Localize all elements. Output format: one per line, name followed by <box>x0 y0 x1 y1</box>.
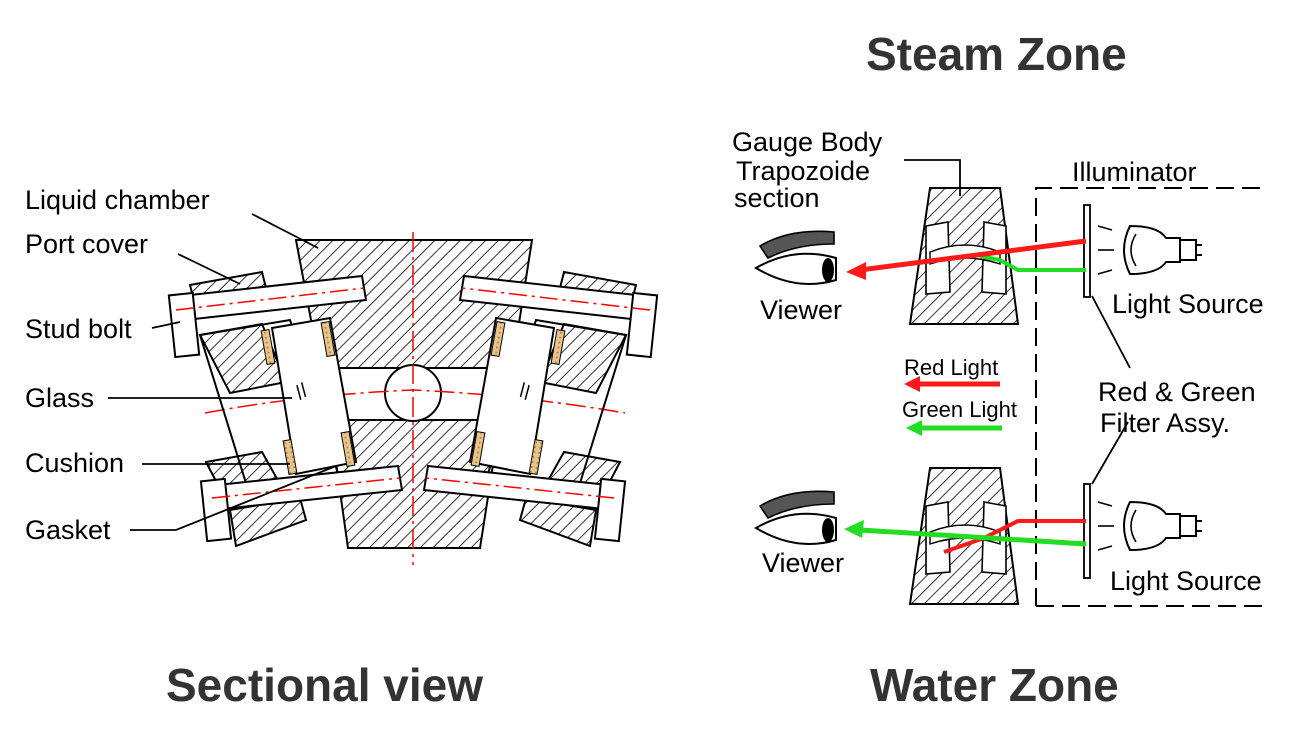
leader-gauge-body <box>904 159 961 196</box>
title-steam-zone: Steam Zone <box>866 28 1127 80</box>
water-green-ray <box>859 527 1087 547</box>
steam-eye-icon <box>754 230 837 285</box>
label-illuminator: Illuminator <box>1072 157 1197 187</box>
label-gauge-body-2: Trapozoide <box>736 156 870 186</box>
steam-red-ray <box>859 238 1087 273</box>
label-gasket: Gasket <box>25 515 111 545</box>
steam-green-ray <box>979 254 1086 272</box>
legend-green-light-label: Green Light <box>902 397 1017 422</box>
label-liquid-chamber: Liquid chamber <box>25 185 210 215</box>
steam-filter-plate <box>1083 204 1091 298</box>
left-assembly: // <box>167 270 404 548</box>
illuminator-box <box>1035 187 1262 606</box>
liquid-chamber-lower <box>328 419 502 549</box>
label-filter-1: Red & Green <box>1098 377 1256 407</box>
legend: Red Light Green Light <box>902 355 1017 436</box>
label-water-viewer: Viewer <box>762 548 844 578</box>
leader-gasket <box>130 465 337 531</box>
label-port-cover: Port cover <box>25 229 148 259</box>
label-steam-viewer: Viewer <box>760 295 842 325</box>
steam-zone: Gauge Body Trapozoide section Illuminato… <box>732 127 1264 607</box>
water-filter-plate <box>1083 483 1091 579</box>
label-filter-2: Filter Assy. <box>1100 408 1230 438</box>
water-zone: Viewer Light Source <box>754 421 1262 605</box>
legend-red-light-label: Red Light <box>904 355 998 380</box>
water-eye-icon <box>754 490 837 545</box>
label-gauge-body-3: section <box>734 183 820 213</box>
left-glass <box>270 316 358 476</box>
label-stud-bolt: Stud bolt <box>25 314 132 344</box>
horizontal-centerline <box>204 389 626 414</box>
label-steam-light-source: Light Source <box>1112 289 1264 319</box>
label-gauge-body-1: Gauge Body <box>732 127 883 157</box>
water-light-bulb-icon <box>1097 500 1202 552</box>
label-water-light-source: Light Source <box>1110 566 1262 596</box>
right-assembly: // <box>422 270 659 548</box>
leader-filter <box>1091 295 1131 369</box>
leader-port-cover <box>177 253 241 285</box>
leader-liquid-chamber <box>251 213 319 249</box>
label-cushion: Cushion <box>25 448 124 478</box>
steam-light-bulb-icon <box>1097 224 1202 276</box>
title-water-zone: Water Zone <box>870 659 1119 711</box>
sectional-view: // // Liquid ch <box>25 185 659 565</box>
leader-stud-bolt <box>151 321 181 329</box>
title-sectional-view: Sectional view <box>166 659 483 711</box>
water-red-ray <box>943 519 1086 554</box>
label-glass: Glass <box>25 383 94 413</box>
